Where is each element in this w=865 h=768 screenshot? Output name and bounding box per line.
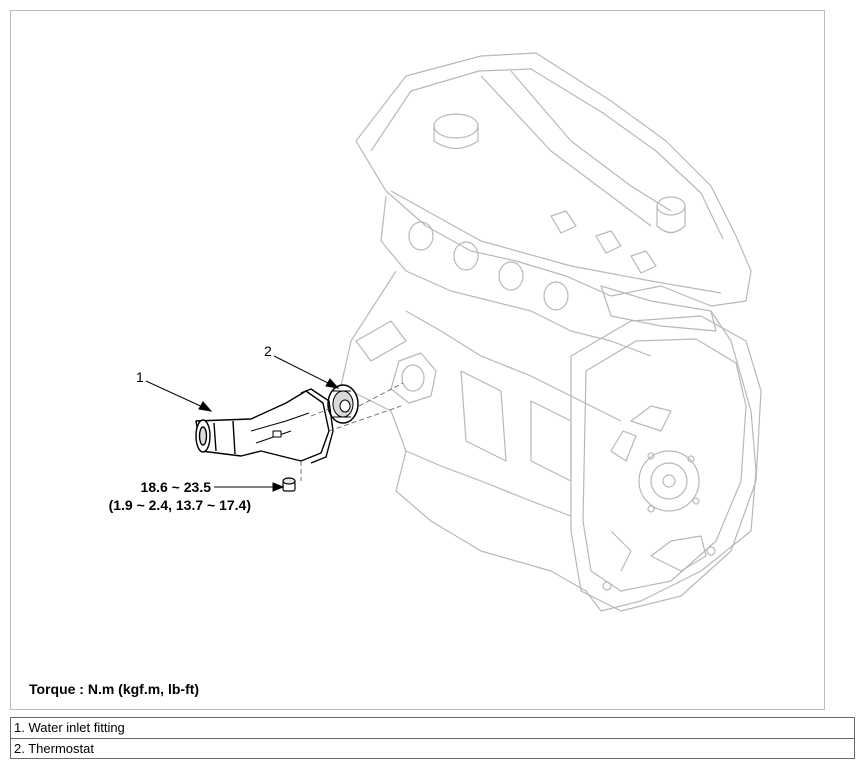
torque-units-note: Torque : N.m (kgf.m, lb-ft) bbox=[29, 681, 200, 697]
parts-legend-table: 1. Water inlet fitting 2. Thermostat bbox=[10, 717, 855, 759]
assembly-guide-lines bbox=[300, 382, 404, 481]
engine-block-drawing bbox=[340, 52, 762, 612]
leader-line-2 bbox=[273, 355, 335, 387]
torque-value: 18.6 ~ 23.5 bbox=[140, 479, 211, 495]
torque-value-alt-units: (1.9 ~ 2.4, 13.7 ~ 17.4) bbox=[108, 497, 251, 513]
arrowhead-1 bbox=[198, 401, 213, 412]
arrowhead-torque bbox=[272, 482, 285, 492]
leader-line-1 bbox=[145, 380, 208, 410]
legend-row: 2. Thermostat bbox=[11, 738, 854, 758]
callout-label-1: 1 bbox=[136, 369, 144, 385]
mounting-bolt-part bbox=[282, 477, 296, 492]
callout-label-2: 2 bbox=[264, 343, 272, 359]
leader-arrows bbox=[145, 355, 340, 492]
engine-illustration bbox=[145, 52, 762, 612]
arrowhead-2 bbox=[325, 378, 340, 389]
exploded-view-figure: 1 2 18.6 ~ 23.5 (1.9 ~ 2.4, 13.7 ~ 17.4)… bbox=[10, 10, 825, 710]
water-inlet-fitting-part bbox=[195, 388, 334, 464]
thermostat-part bbox=[327, 384, 359, 424]
legend-row: 1. Water inlet fitting bbox=[14, 720, 125, 735]
